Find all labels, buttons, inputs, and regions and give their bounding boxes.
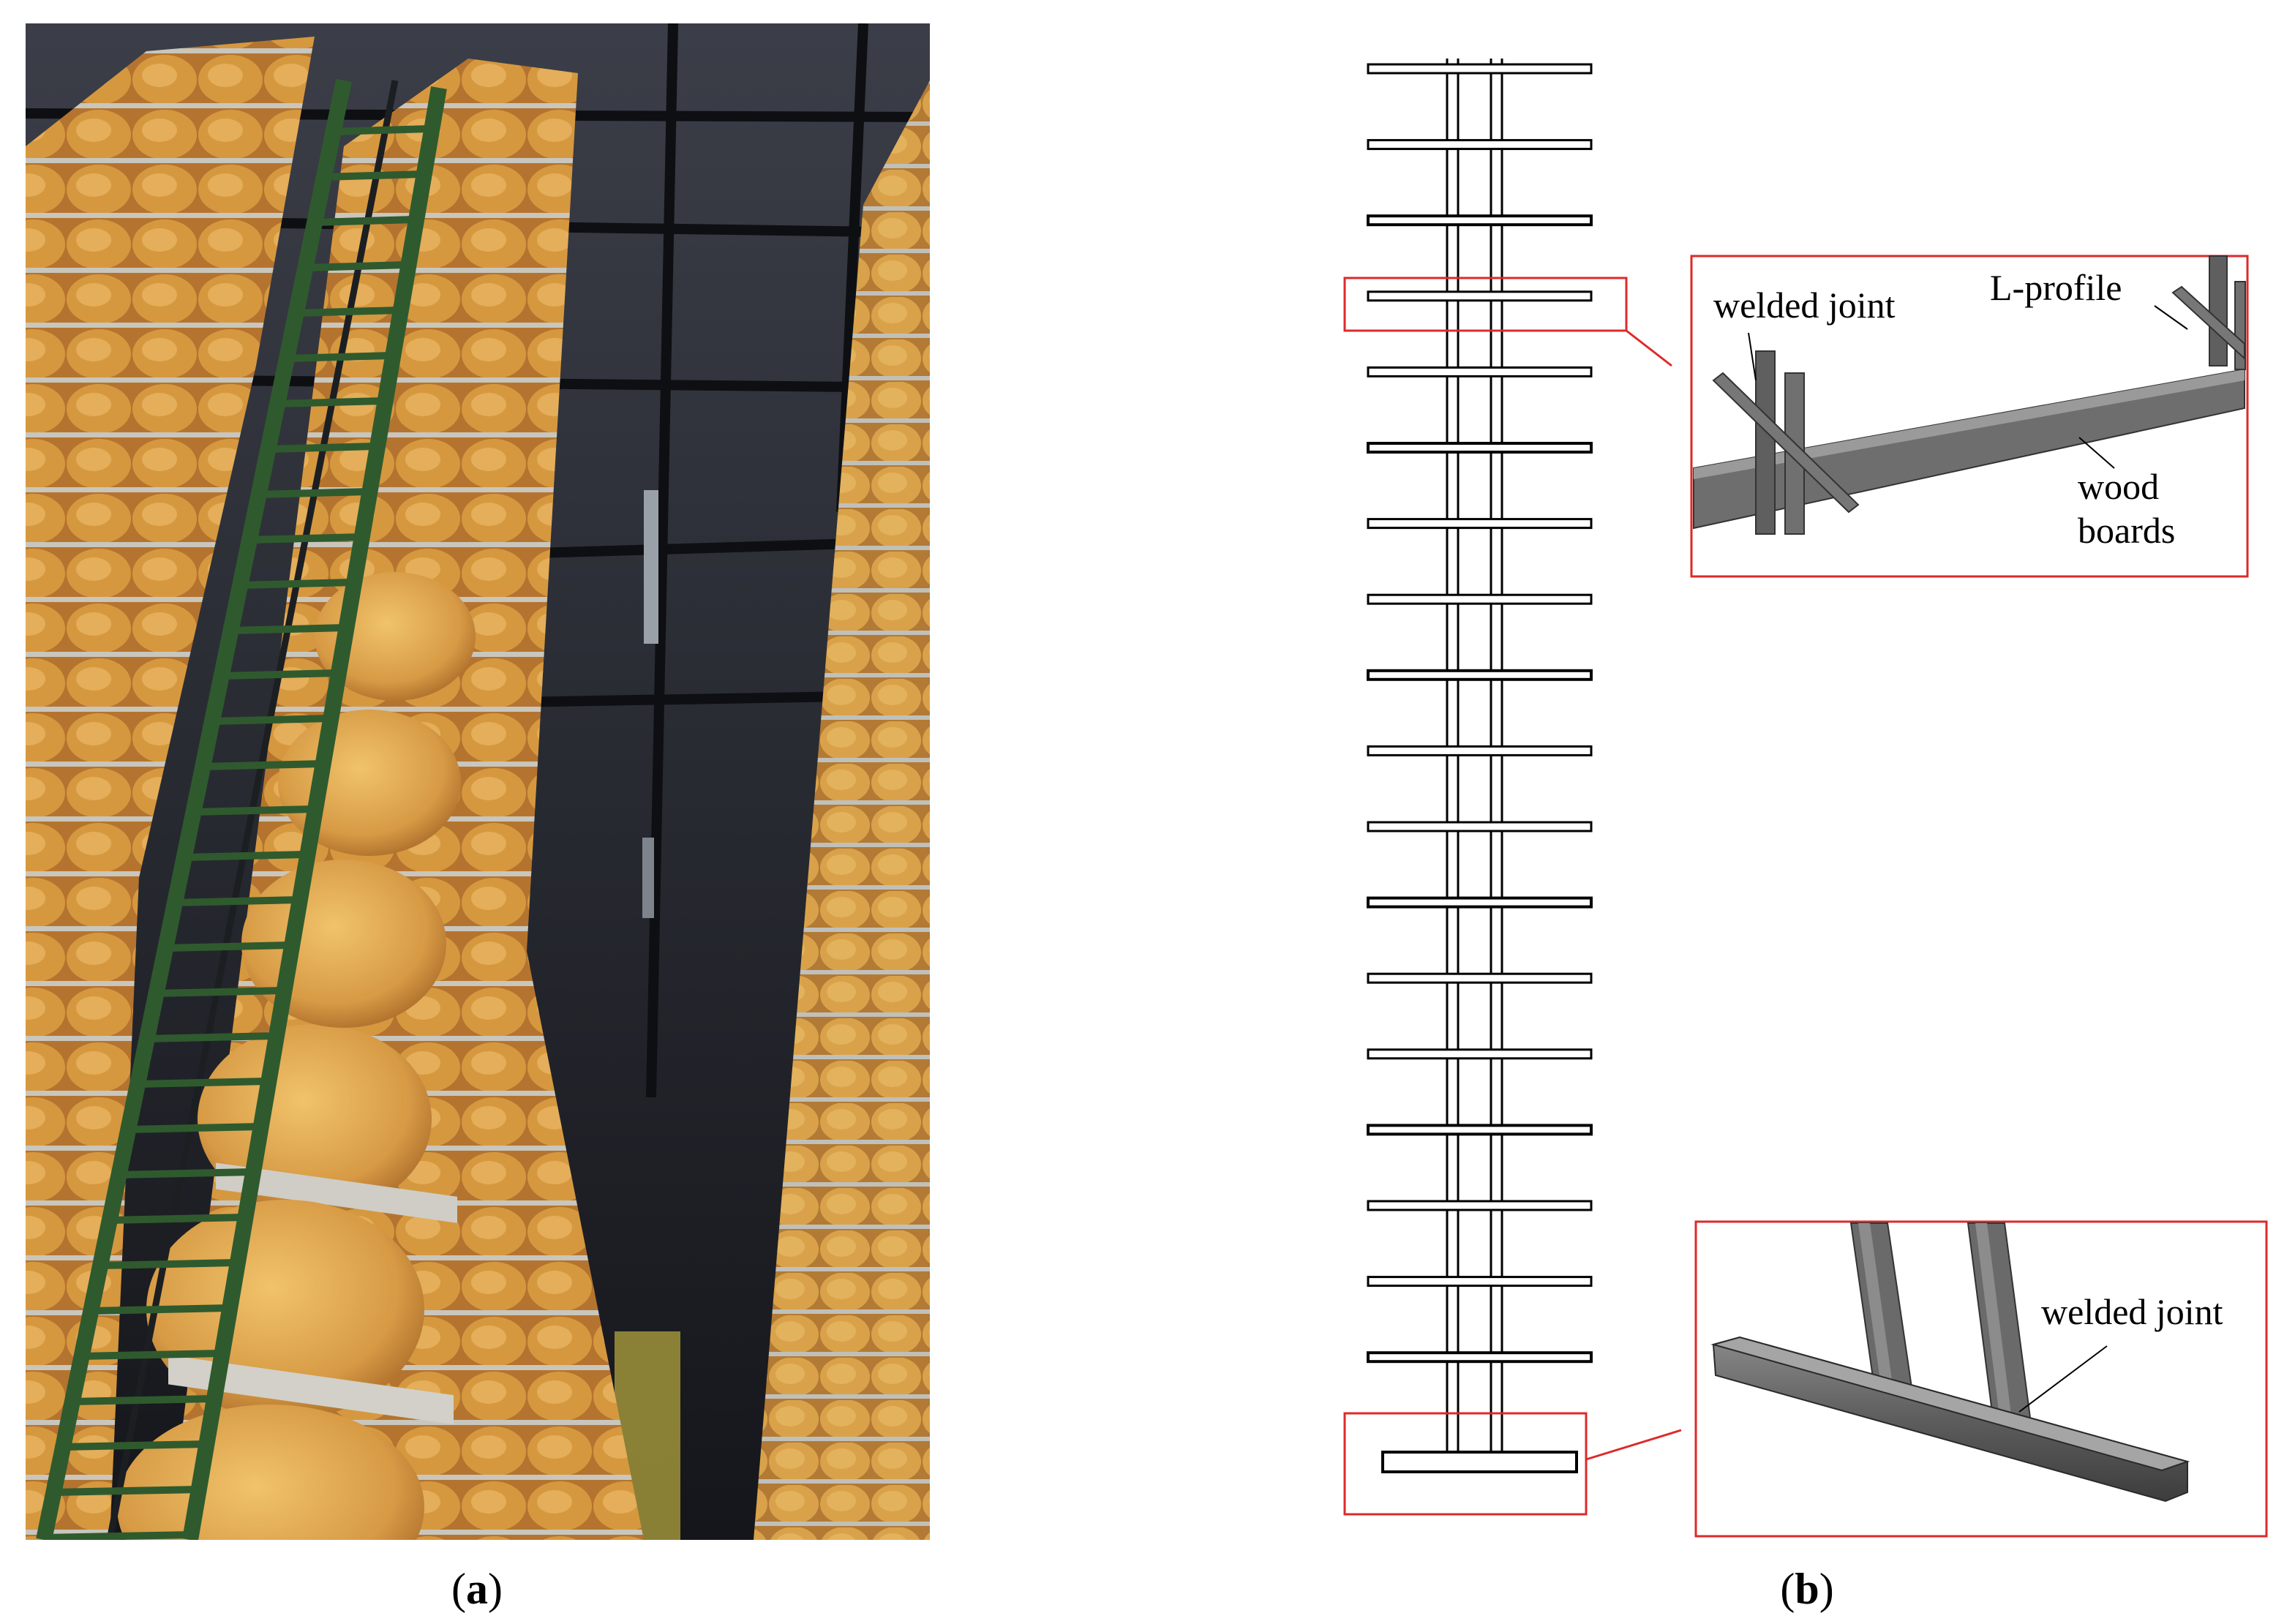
cheese-warehouse-photo [26, 23, 930, 1540]
ladder-rung [305, 261, 407, 271]
ladder-rung [44, 1531, 191, 1540]
ladder-rung [296, 307, 399, 317]
caption-b: (b) [1780, 1565, 1833, 1613]
shelf-beam [1367, 1124, 1593, 1136]
ladder-rung [99, 1259, 238, 1269]
ladder-rung [53, 1486, 199, 1496]
ladder-rung [91, 1304, 230, 1315]
ladder-rung [203, 760, 323, 770]
base-beam [1381, 1451, 1578, 1473]
highlight-top-joint [1343, 277, 1628, 332]
caption-a: (a) [451, 1565, 503, 1613]
ladder-rung [268, 443, 377, 453]
callout-top-detail: welded joint L-profile wood boards [1690, 255, 2249, 578]
ladder-rung [146, 1032, 276, 1042]
ladder-rung [72, 1395, 214, 1405]
label-boards: boards [2078, 510, 2175, 551]
shelf-beam [1367, 1200, 1593, 1211]
ladder-rung [165, 941, 291, 952]
rack-schematic [1367, 59, 1593, 1473]
shelf-beam [1367, 896, 1593, 909]
ladder-rung [258, 488, 369, 498]
leader-line-bottom [1585, 1429, 1682, 1461]
ladder-rung [249, 533, 361, 544]
l-profile-right [2171, 285, 2245, 361]
shelf-beam [1367, 366, 1593, 377]
label-welded-joint-bottom: welded joint [2041, 1291, 2223, 1332]
lamp-icon [642, 838, 654, 918]
ladder-rung [323, 170, 423, 181]
shelf-beam [1367, 745, 1593, 756]
shelf-beam [1367, 63, 1593, 75]
shelf-beam [1367, 139, 1593, 151]
ladder-rung [286, 352, 392, 362]
ladder-rung [128, 1123, 260, 1133]
ladder-rung [62, 1440, 206, 1451]
shelf-beam [1367, 593, 1593, 605]
ladder-rung [193, 805, 315, 816]
ladder-rung [184, 851, 307, 861]
shelf-beam [1367, 214, 1593, 227]
label-l-profile: L-profile [1990, 267, 2122, 308]
ladder-rung [211, 715, 330, 725]
callout-bottom-detail: welded joint [1694, 1220, 2268, 1538]
ladder-rung [119, 1168, 253, 1178]
ladder-rung [240, 579, 353, 589]
ladder-rung [277, 397, 384, 407]
ladder-rung [221, 669, 338, 680]
shelf-beam [1367, 442, 1593, 454]
ladder-rung [174, 896, 299, 906]
ladder-rung [314, 216, 416, 226]
ladder-rung [109, 1214, 245, 1224]
shelf-beam [1367, 1351, 1593, 1364]
shelf-beam [1367, 518, 1593, 530]
lamp-icon [644, 490, 658, 644]
shelf-beam [1367, 669, 1593, 681]
shelf-beam [1367, 290, 1593, 302]
shelf-beam [1367, 1048, 1593, 1060]
ladder-rung [333, 125, 431, 135]
shelf-beam [1367, 972, 1593, 984]
l-profile-left [1712, 372, 1860, 514]
shelf-beam [1367, 1276, 1593, 1287]
label-wood: wood [2078, 466, 2159, 507]
shelf-beam [1367, 821, 1593, 832]
ladder-rung [137, 1078, 268, 1088]
highlight-base-joint [1343, 1412, 1588, 1516]
label-welded-joint-top: welded joint [1713, 285, 1896, 326]
ladder-rung [81, 1350, 222, 1360]
ladder-rung [230, 624, 345, 634]
ladder-rung [156, 987, 284, 997]
leader-line-top [1626, 329, 1672, 367]
